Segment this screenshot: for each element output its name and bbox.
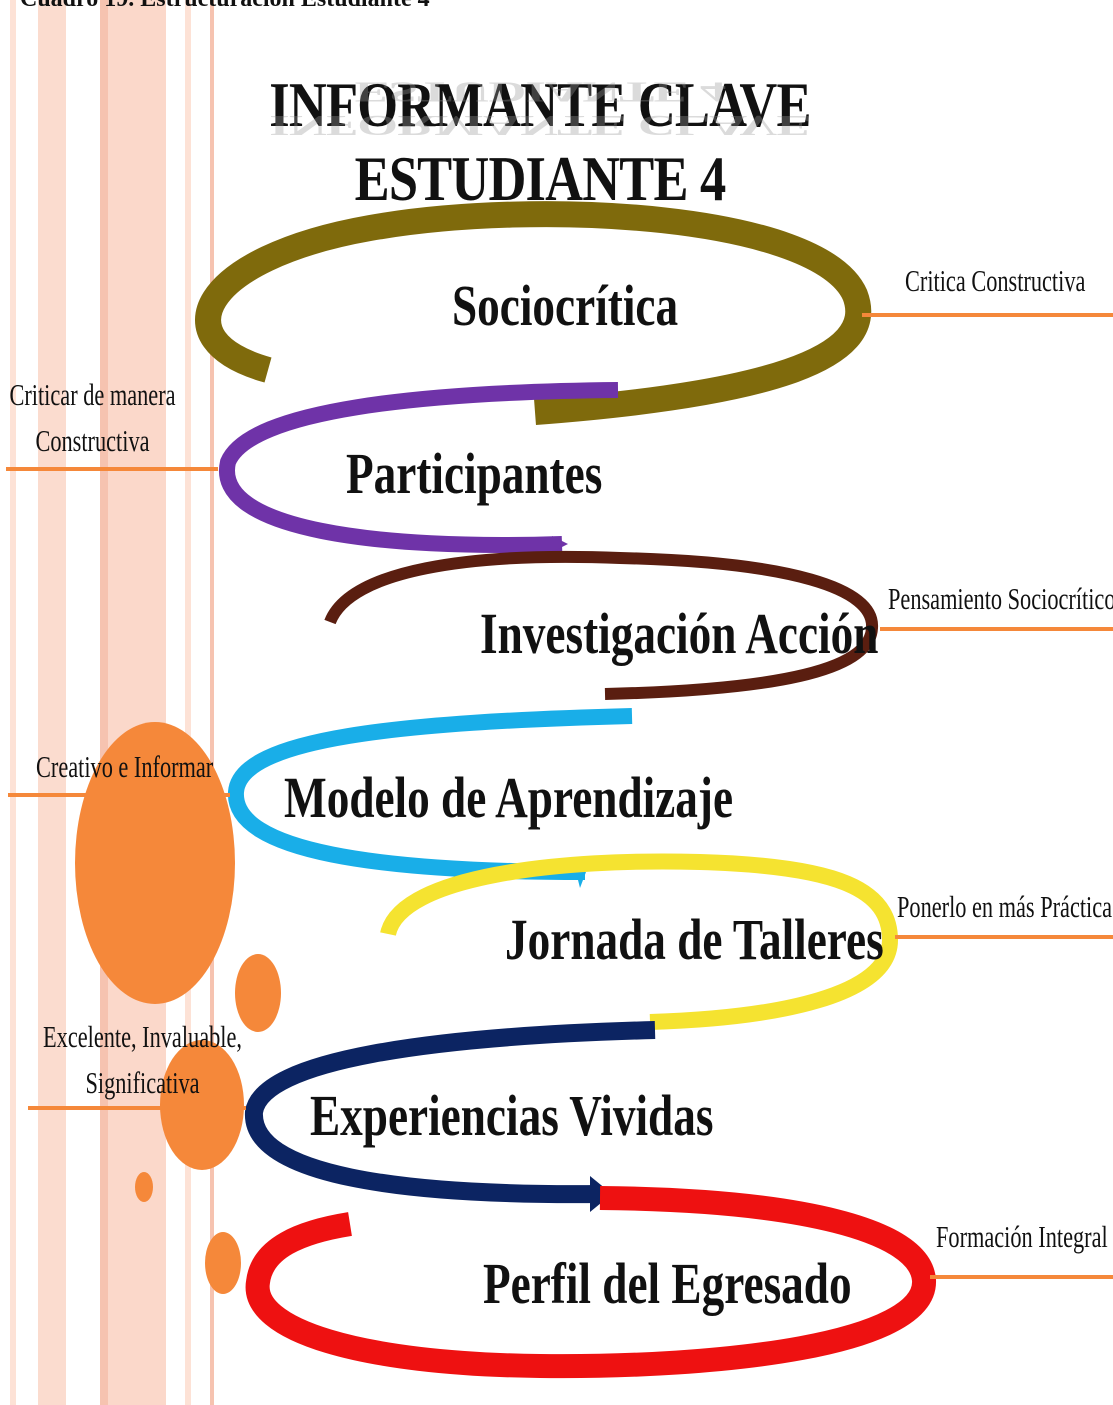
decor-circle-small-1 bbox=[235, 954, 281, 1032]
decor-band-4 bbox=[108, 0, 166, 1405]
loop-participantes bbox=[218, 382, 619, 553]
arrowhead-modelo bbox=[576, 872, 586, 888]
decor-circle-tiny bbox=[135, 1172, 153, 1202]
step-label-modelo-aprendizaje: Modelo de Aprendizaje bbox=[284, 765, 734, 830]
loop-perfil-egresado bbox=[245, 1186, 936, 1379]
step-label-jornada-talleres: Jornada de Talleres bbox=[505, 907, 884, 972]
loop-experiencias-vividas bbox=[245, 1021, 656, 1204]
step-label-experiencias-vividas: Experiencias Vividas bbox=[310, 1083, 714, 1148]
step-label-perfil-egresado: Perfil del Egresado bbox=[483, 1251, 852, 1316]
note-left-1-line-2: Constructiva bbox=[35, 423, 150, 458]
loop-investigacion-accion bbox=[324, 550, 879, 700]
step-label-sociocritica: Sociocrítica bbox=[452, 273, 679, 338]
step-label-investigacion-accion: Investigación Acción bbox=[480, 601, 879, 666]
decor-circle-large bbox=[75, 722, 235, 1004]
connector-left-1 bbox=[6, 467, 218, 471]
decor-band-1 bbox=[10, 0, 16, 1405]
decor-circle-small-2 bbox=[205, 1232, 241, 1294]
note-right-2: Pensamiento Sociocrítico bbox=[888, 581, 1113, 616]
connector-right-1 bbox=[862, 313, 1113, 317]
diagram-title: INFORMANTE CLAVE ESTUDIANTE 4 bbox=[269, 69, 811, 214]
decor-band-6 bbox=[210, 0, 214, 1405]
decor-band-3 bbox=[100, 0, 108, 1405]
connector-right-4 bbox=[930, 1275, 1113, 1279]
loop-jornada-talleres bbox=[380, 853, 899, 1030]
connector-right-3 bbox=[895, 935, 1113, 939]
figure-caption: Cuadro 19. Estructuración Estudiante 4 bbox=[20, 0, 430, 13]
loop-sociocritica bbox=[195, 201, 872, 425]
connector-right-2 bbox=[880, 627, 1113, 631]
note-left-1-line-1: Criticar de manera bbox=[9, 377, 176, 412]
note-left-3-line-1: Excelente, Invaluable, bbox=[43, 1019, 242, 1054]
note-right-3: Ponerlo en más Práctica bbox=[897, 889, 1113, 924]
note-left-3-line-2: Significativa bbox=[85, 1065, 200, 1100]
note-right-1: Critica Constructiva bbox=[905, 263, 1086, 298]
note-right-4: Formación Integral bbox=[936, 1219, 1108, 1254]
note-left-2: Creativo e Informar bbox=[36, 749, 214, 784]
connector-left-3 bbox=[28, 1106, 246, 1110]
note-left-1: Criticar de manera Constructiva bbox=[0, 372, 188, 464]
decor-circle-medium bbox=[160, 1040, 244, 1170]
arrowhead-participantes bbox=[552, 536, 568, 552]
note-left-3: Excelente, Invaluable, Significativa bbox=[22, 1014, 263, 1106]
decor-band-5 bbox=[185, 0, 191, 1405]
step-label-participantes: Participantes bbox=[346, 441, 603, 506]
connector-left-2 bbox=[8, 793, 230, 797]
decor-band-2 bbox=[38, 0, 66, 1405]
loop-modelo-aprendizaje bbox=[228, 708, 633, 880]
